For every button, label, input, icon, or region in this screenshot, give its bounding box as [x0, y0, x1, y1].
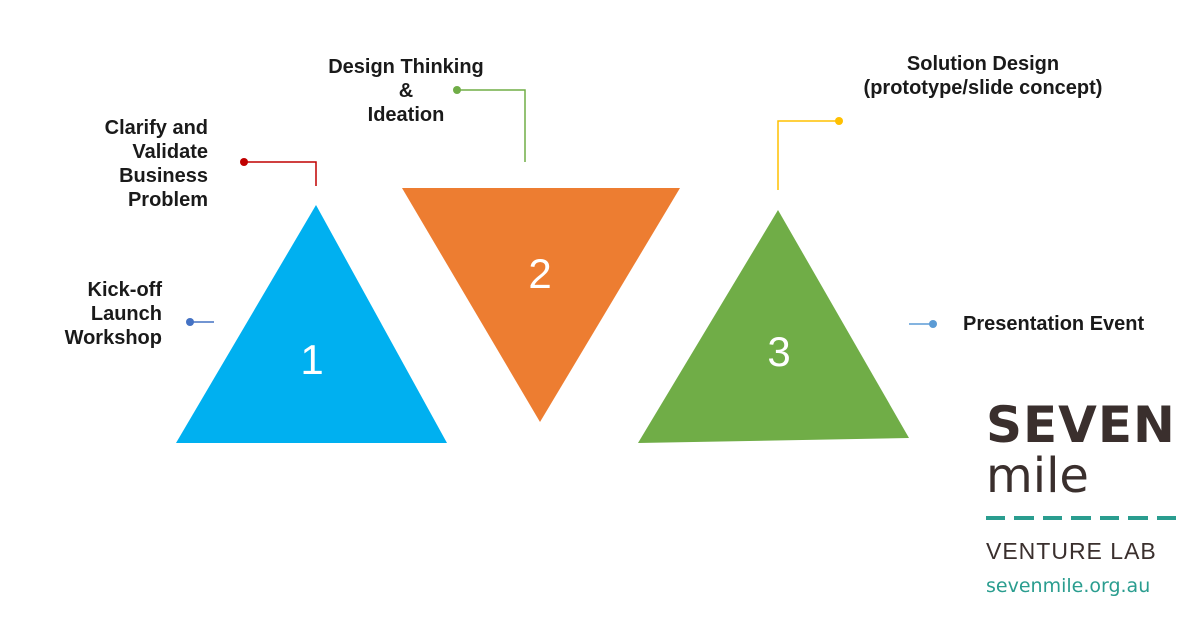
presentation-label-line: Presentation Event	[963, 313, 1145, 335]
clarify-label-line: Validate	[132, 141, 208, 163]
presentation-connector	[909, 320, 937, 328]
logo-seven-text: SEVEN	[986, 396, 1176, 454]
design-thinking-label: Design Thinking & Ideation	[306, 55, 506, 127]
clarify-connector	[240, 158, 317, 186]
stage-3-triangle	[638, 210, 909, 443]
solution-design-label-line: Solution Design	[906, 53, 1060, 75]
logo-venture-lab-text: VENTURE LAB	[986, 538, 1157, 564]
design-thinking-label-line: Design Thinking	[328, 56, 484, 78]
logo-website-link[interactable]: sevenmile.org.au	[986, 575, 1151, 597]
logo-dashed-divider	[986, 516, 1176, 520]
kickoff-label-line: Launch	[90, 303, 162, 325]
clarify-label-line: Clarify and	[104, 117, 208, 139]
clarify-label: Clarify and Validate Business Problem	[105, 116, 208, 212]
design-thinking-label-line: &	[398, 80, 414, 102]
solution-design-label: Solution Design (prototype/slide concept…	[828, 52, 1138, 100]
sevenmile-logo: SEVEN mile VENTURE LAB sevenmile.org.au	[986, 398, 1182, 598]
clarify-label-line: Problem	[127, 189, 208, 211]
kickoff-label-line: Workshop	[64, 327, 162, 349]
clarify-label-line: Business	[119, 165, 208, 187]
design-thinking-label-line: Ideation	[367, 104, 445, 126]
solution-design-connector	[777, 117, 843, 190]
stage-3-number: 3	[767, 328, 790, 375]
stage-2-triangle	[402, 188, 680, 422]
kickoff-label-line: Kick-off	[87, 279, 162, 301]
logo-mile-text: mile	[986, 448, 1089, 504]
kickoff-label: Kick-off Launch Workshop	[65, 278, 162, 350]
stage-1-number: 1	[300, 336, 323, 383]
solution-design-label-line: (prototype/slide concept)	[863, 77, 1103, 99]
kickoff-connector	[186, 318, 214, 326]
design-thinking-connector	[453, 86, 526, 162]
stage-2-number: 2	[528, 250, 551, 297]
presentation-label: Presentation Event	[963, 312, 1144, 336]
stage-1-triangle	[176, 205, 447, 443]
